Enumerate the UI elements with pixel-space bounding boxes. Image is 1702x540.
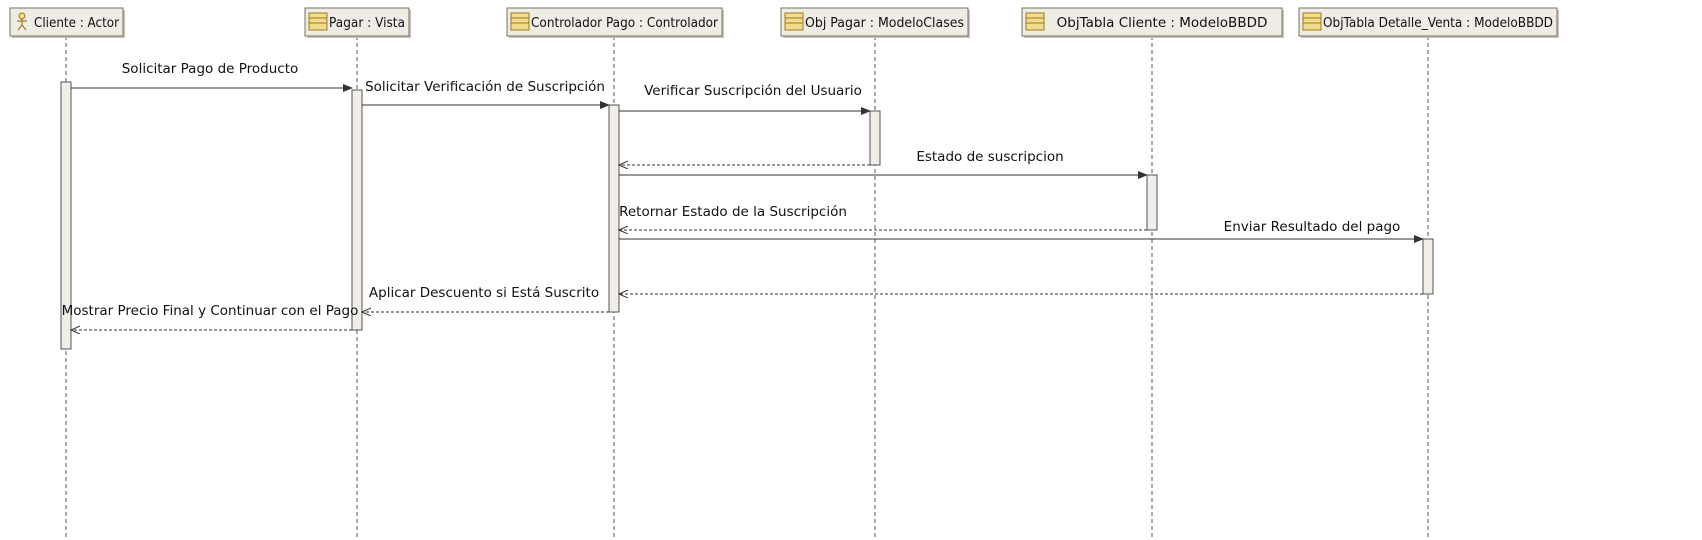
class-icon [1302,12,1322,31]
participant-label: Obj Pagar : ModeloClases [805,15,964,31]
participant-label: Controlador Pago : Controlador [531,15,718,31]
activation-bar [1146,174,1158,231]
message-1[interactable]: Solicitar Pago de Producto [71,61,353,92]
message-label: Enviar Resultado del pago [1224,219,1401,235]
message-label: Solicitar Pago de Producto [122,61,299,77]
participant-6[interactable]: ObjTabla Detalle_Venta : ModeloBBDD [1298,7,1559,38]
activation-bar [351,89,363,331]
activation-bar [608,104,620,313]
participant-label: ObjTabla Cliente : ModeloBBDD [1057,15,1268,31]
participant-3[interactable]: Controlador Pago : Controlador [506,7,724,38]
message-6[interactable]: Retornar Estado de la Suscripción [619,204,1147,230]
message-5[interactable]: Estado de suscripcion [619,149,1148,179]
class-icon [1025,12,1045,31]
message-label: Verificar Suscripción del Usuario [644,83,862,99]
participant-5[interactable]: ObjTabla Cliente : ModeloBBDD [1021,7,1284,38]
participant-label: Cliente : Actor [34,15,119,31]
message-2[interactable]: Solicitar Verificación de Suscripción [362,79,610,109]
message-10[interactable]: Mostrar Precio Final y Continuar con el … [62,303,359,330]
message-label: Mostrar Precio Final y Continuar con el … [62,303,359,319]
message-label: Aplicar Descuento si Está Suscrito [369,285,599,301]
activation-bar [1422,238,1434,295]
message-label: Estado de suscripcion [916,149,1063,165]
message-9[interactable]: Aplicar Descuento si Está Suscrito [362,285,609,312]
activation-bar [869,110,881,166]
message-label: Retornar Estado de la Suscripción [619,204,847,220]
activation-bar [60,81,72,350]
message-3[interactable]: Verificar Suscripción del Usuario [619,83,871,115]
actor-icon [17,12,27,31]
participant-1[interactable]: Cliente : Actor [9,7,125,38]
participant-2[interactable]: Pagar : Vista [304,7,411,38]
participant-4[interactable]: Obj Pagar : ModeloClases [780,7,970,38]
message-7[interactable]: Enviar Resultado del pago [619,219,1424,243]
participant-label: ObjTabla Detalle_Venta : ModeloBBDD [1323,15,1553,31]
class-icon [510,12,530,31]
class-icon [308,12,328,31]
participant-label: Pagar : Vista [329,15,405,31]
message-label: Solicitar Verificación de Suscripción [365,79,605,95]
class-icon [784,12,804,31]
